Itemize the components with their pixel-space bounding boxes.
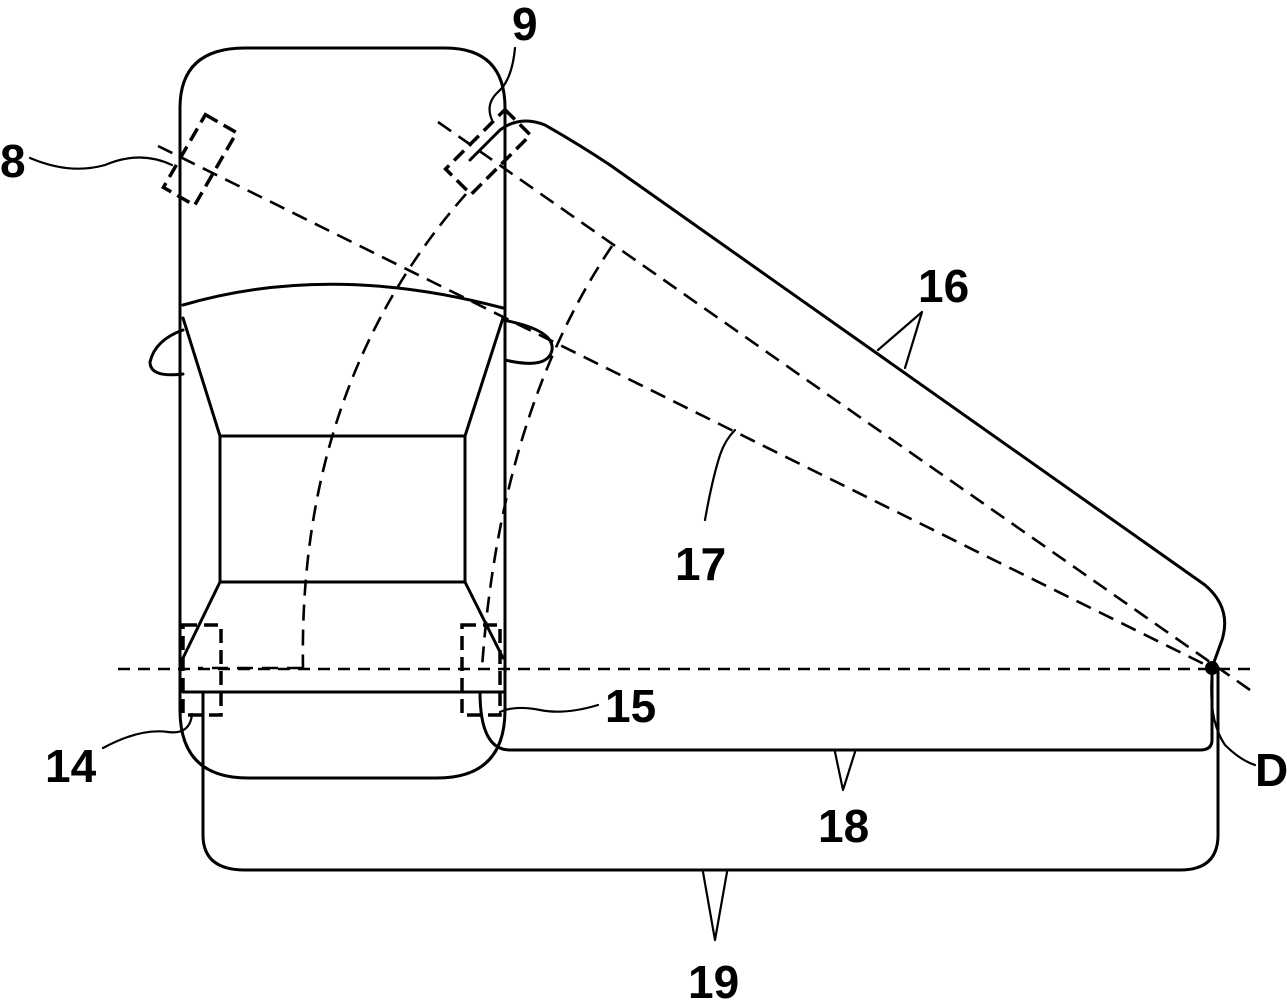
leader-17 bbox=[705, 430, 735, 520]
label-14: 14 bbox=[45, 740, 97, 792]
brace-18 bbox=[835, 752, 855, 790]
front-right-sensor-axis bbox=[438, 122, 1250, 690]
label-9: 9 bbox=[512, 0, 538, 50]
lateral-zone-outline bbox=[480, 668, 1212, 750]
label-d: D bbox=[1255, 744, 1287, 796]
vehicle-rear-cabin bbox=[183, 582, 503, 658]
brace-19 bbox=[703, 872, 727, 940]
left-side-mirror bbox=[150, 330, 183, 375]
label-8: 8 bbox=[0, 135, 26, 187]
label-17: 17 bbox=[675, 538, 726, 590]
large-dashed-arc bbox=[303, 194, 466, 668]
vehicle-cabin-outline bbox=[183, 318, 503, 436]
label-19: 19 bbox=[688, 956, 739, 1003]
label-15: 15 bbox=[605, 680, 656, 732]
leader-15 bbox=[500, 705, 598, 712]
leader-14 bbox=[103, 714, 192, 748]
diagonal-detection-zone bbox=[470, 121, 1225, 668]
leader-8 bbox=[30, 158, 172, 169]
full-lateral-zone-outline bbox=[203, 668, 1218, 870]
right-side-mirror bbox=[503, 320, 552, 363]
vehicle-windshield-curve bbox=[183, 284, 503, 308]
vehicle-roof bbox=[220, 436, 465, 582]
small-dashed-arc bbox=[482, 246, 612, 668]
front-left-sensor bbox=[163, 115, 236, 206]
label-18: 18 bbox=[818, 800, 869, 852]
label-16: 16 bbox=[918, 260, 969, 312]
